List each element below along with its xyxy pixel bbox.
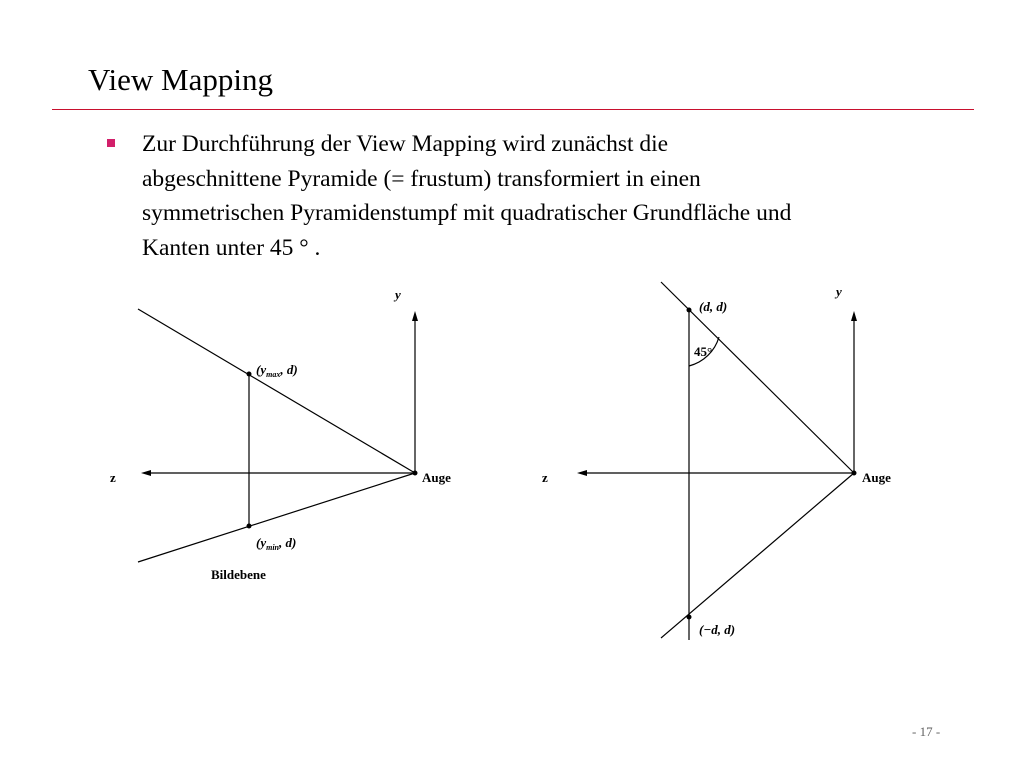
right-angle-label: 45° xyxy=(694,344,712,359)
left-y-label: y xyxy=(393,287,401,302)
right-z-arrow-icon xyxy=(577,470,587,476)
left-eye-label: Auge xyxy=(422,470,451,485)
right-diagram xyxy=(577,281,857,640)
right-eye-label: Auge xyxy=(862,470,891,485)
right-angle-arc xyxy=(688,336,720,367)
left-point-top xyxy=(246,371,252,377)
right-y-label: y xyxy=(834,284,842,299)
left-point-bottom-label: (ymin, d) xyxy=(256,535,296,552)
bullet-line: Kanten unter 45 ° . xyxy=(142,234,321,261)
right-point-bottom-label: (−d, d) xyxy=(699,622,735,637)
left-diagram xyxy=(137,308,418,563)
left-z-arrow-icon xyxy=(141,470,151,476)
left-image-plane-label: Bildebene xyxy=(211,567,266,582)
view-mapping-diagram: y z Auge (ymax, d) (ymin, d) Bildebene y… xyxy=(110,281,891,640)
bullet-text: Zur Durchführung der View Mapping wird z… xyxy=(142,127,962,265)
page-number: - 17 - xyxy=(912,724,941,739)
right-point-top xyxy=(686,307,692,313)
right-eye-point xyxy=(851,470,857,476)
title-divider xyxy=(52,109,974,110)
right-point-bottom xyxy=(686,614,692,620)
left-z-label: z xyxy=(110,470,116,485)
bullet-marker-icon xyxy=(107,139,115,147)
right-lower-ray xyxy=(660,472,855,639)
bullet-line: symmetrischen Pyramidenstumpf mit quadra… xyxy=(142,200,792,226)
left-upper-ray xyxy=(137,308,416,474)
right-z-label: z xyxy=(542,470,548,485)
left-point-top-label: (ymax, d) xyxy=(256,362,298,379)
right-y-arrow-icon xyxy=(851,311,857,321)
left-lower-ray xyxy=(137,472,416,563)
bullet-line: Zur Durchführung der View Mapping wird z… xyxy=(142,131,669,157)
right-point-top-label: (d, d) xyxy=(699,299,727,314)
left-eye-point xyxy=(412,470,418,476)
left-y-arrow-icon xyxy=(412,311,418,321)
slide-title: View Mapping xyxy=(88,62,273,97)
left-point-bottom xyxy=(246,523,252,529)
right-upper-ray xyxy=(660,281,855,474)
bullet-line: abgeschnittene Pyramide (= frustum) tran… xyxy=(142,165,701,192)
